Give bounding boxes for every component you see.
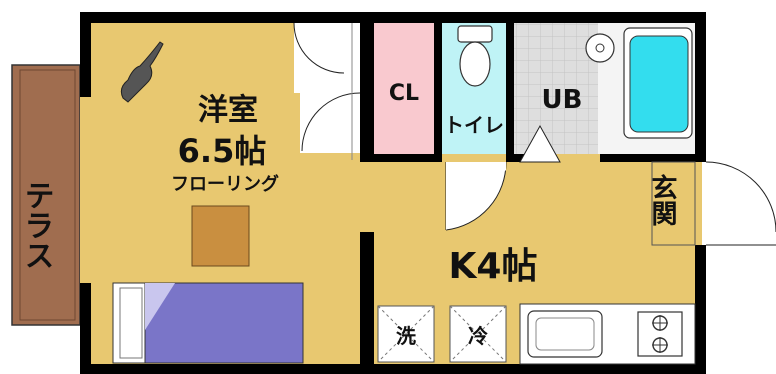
terrace-label: テラス — [19, 180, 54, 270]
wash-basin — [585, 33, 615, 63]
sink-icon — [527, 310, 603, 358]
guitar-icon — [120, 41, 164, 103]
western-room-floor: フローリング — [171, 173, 279, 195]
western-room-size: 6.5帖 — [178, 132, 267, 170]
washer-label: 洗 — [396, 324, 416, 348]
fridge-label: 冷 — [468, 324, 488, 348]
bath-door[interactable] — [519, 124, 561, 163]
walls — [80, 12, 706, 374]
kitchen-counter — [519, 303, 696, 365]
bathtub — [623, 27, 693, 139]
entrance-door[interactable] — [705, 161, 776, 246]
bed — [112, 282, 304, 364]
closet-label: CL — [389, 81, 419, 106]
table — [191, 205, 250, 267]
unit-bath-label: UB — [542, 85, 583, 115]
western-room-name: 洋室 — [198, 93, 258, 128]
fridge-space — [449, 305, 507, 363]
entrance-label: 玄関 — [647, 173, 677, 226]
room-door[interactable] — [293, 22, 361, 160]
closet-room — [374, 22, 434, 154]
terrace — [11, 64, 92, 326]
toilet-fixture — [457, 25, 493, 87]
entrance-area — [651, 161, 696, 246]
toilet-door[interactable] — [445, 161, 507, 231]
toilet-label: トイレ — [444, 113, 504, 137]
kitchen-label: K4帖 — [449, 246, 538, 287]
washer-space — [377, 305, 435, 363]
